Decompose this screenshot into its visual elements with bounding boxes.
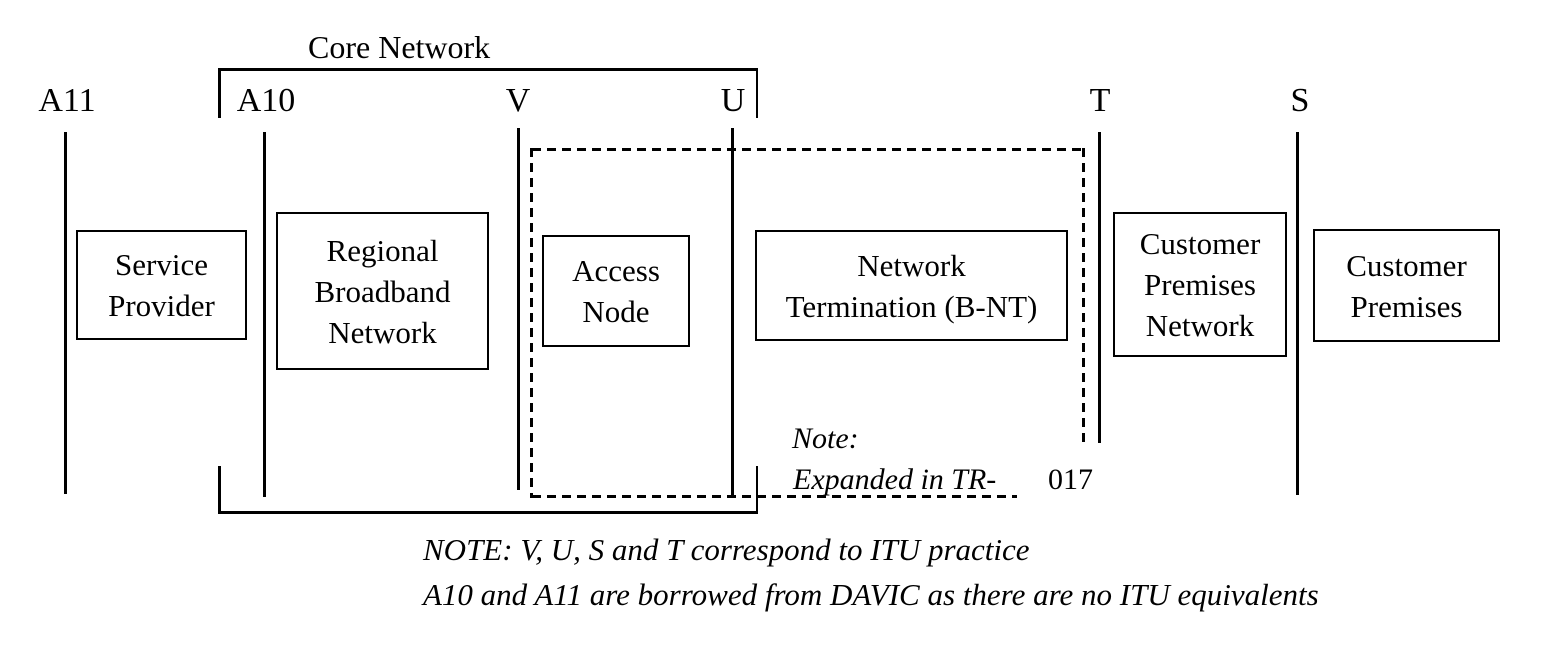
box-line: Service [115,247,208,282]
box-customer-premises: Customer Premises [1313,229,1500,342]
ref-line-u [731,128,734,497]
box-line: Premises [1144,267,1256,302]
box-line: Provider [108,288,215,323]
footnote: NOTE: V, U, S and T correspond to ITU pr… [423,527,1319,617]
ref-line-a10 [263,132,266,497]
box-line: Node [582,294,650,329]
core-network-brace-top [218,68,758,71]
bottom-brace-right-tick [755,466,758,514]
bottom-brace-left-tick [218,466,221,514]
note-suffix: 017 [1048,463,1093,496]
box-access-node: Access Node [542,235,690,347]
box-line: Regional [326,232,439,268]
box-line: Customer [1139,226,1261,261]
ref-line-v [517,128,520,490]
box-line: Premises [1350,288,1463,324]
ref-line-s [1296,132,1299,495]
expansion-dashed-bottom [532,495,1017,498]
footnote-line-1: NOTE: V, U, S and T correspond to ITU pr… [423,532,1030,567]
box-line: Termination (B-NT) [785,288,1038,324]
ref-label-s: S [1290,82,1310,119]
bottom-brace-line [218,511,758,514]
box-line: Network [1145,308,1255,343]
note-body: Expanded in TR- [793,463,997,496]
box-regional-broadband-network: Regional Broadband Network [276,212,489,370]
box-line: Network [328,314,437,350]
expansion-dashed-right [1082,148,1085,443]
box-service-provider: Service Provider [76,230,247,340]
ref-line-a11 [64,132,67,494]
ref-label-a10: A10 [236,82,296,119]
ref-label-t: T [1089,82,1111,119]
box-customer-premises-network: Customer Premises Network [1113,212,1287,357]
box-network-termination: Network Termination (B-NT) [755,230,1068,341]
expansion-dashed-top [532,148,1085,151]
box-line: Access [572,253,660,288]
note-title: Note: [792,422,859,455]
ref-label-u: U [720,82,746,119]
core-network-brace-right-tick [755,68,758,118]
ref-label-v: V [505,82,531,119]
box-line: Network [857,247,966,283]
expansion-dashed-left [530,148,533,498]
ref-line-t [1098,132,1101,443]
footnote-line-2: A10 and A11 are borrowed from DAVIC as t… [423,577,1319,612]
box-line: Broadband [314,273,451,309]
box-line: Customer [1346,247,1467,283]
core-network-brace-left-tick [218,68,221,118]
ref-label-a11: A11 [38,82,96,119]
core-network-label: Core Network [308,29,491,65]
